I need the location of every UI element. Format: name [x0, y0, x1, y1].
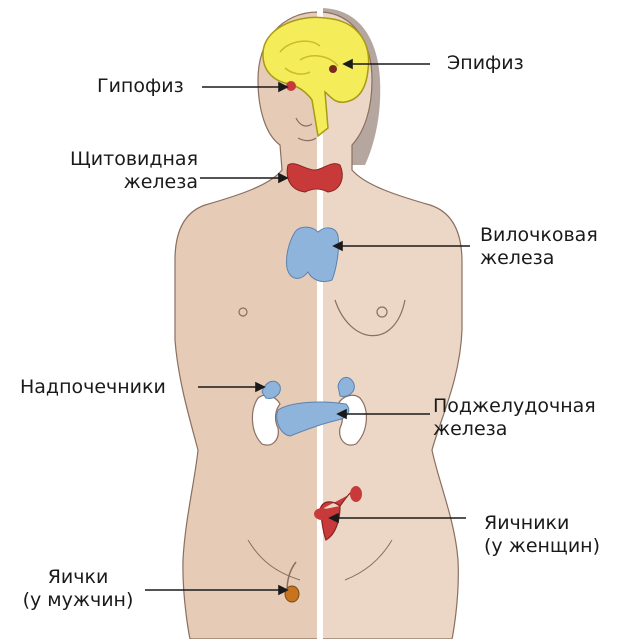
label-thymus-line2: железа: [480, 247, 555, 269]
label-thyroid-line1: Щитовидная: [70, 148, 198, 170]
label-pancreas: Поджелудочная железа: [433, 395, 596, 441]
label-pancreas-line2: железа: [433, 418, 508, 440]
testis: [284, 585, 300, 603]
label-thymus: Вилочковая железа: [480, 224, 598, 270]
male-nipple: [238, 307, 248, 317]
label-testes: Яички (у мужчин): [18, 566, 138, 612]
pointer-lines: [145, 58, 470, 596]
male-half: [174, 11, 319, 639]
label-adrenal: Надпочечники: [20, 376, 166, 399]
label-ovaries: Яичники (у женщин): [484, 512, 600, 558]
nose: [295, 117, 313, 127]
label-pancreas-line1: Поджелудочная: [433, 395, 596, 417]
label-testes-line2: (у мужчин): [22, 589, 134, 611]
adrenal-kidney-group: [251, 377, 367, 446]
female-groin-line: [344, 539, 393, 581]
female-breast: [334, 299, 406, 337]
right-adrenal: [337, 377, 355, 397]
female-nipple: [376, 306, 388, 318]
label-thyroid: Щитовидная железа: [70, 148, 198, 194]
label-adrenal-line1: Надпочечники: [20, 376, 166, 398]
label-ovaries-line1: Яичники: [484, 512, 570, 534]
male-groin-line: [247, 539, 301, 581]
ovary-right: [350, 486, 362, 502]
pineal-gland: [329, 65, 337, 73]
pancreas: [276, 401, 350, 437]
female-half: [321, 11, 463, 639]
label-pituitary: Гипофиз: [97, 75, 184, 98]
label-thymus-line1: Вилочковая: [480, 224, 598, 246]
left-adrenal: [261, 380, 281, 399]
thyroid-gland: [286, 163, 343, 193]
ovary: [314, 508, 330, 520]
body-silhouette: [174, 0, 463, 639]
label-pineal: Эпифиз: [447, 52, 524, 75]
left-kidney: [251, 394, 281, 446]
pituitary-gland: [286, 81, 296, 91]
label-pineal-line1: Эпифиз: [447, 52, 524, 74]
label-pituitary-line1: Гипофиз: [97, 75, 184, 97]
label-thyroid-line2: железа: [123, 171, 198, 193]
label-testes-line1: Яички: [47, 566, 109, 588]
thymus-gland: [286, 226, 339, 283]
mouth: [297, 137, 317, 142]
label-ovaries-line2: (у женщин): [484, 535, 601, 557]
center-divider: [317, 0, 323, 639]
